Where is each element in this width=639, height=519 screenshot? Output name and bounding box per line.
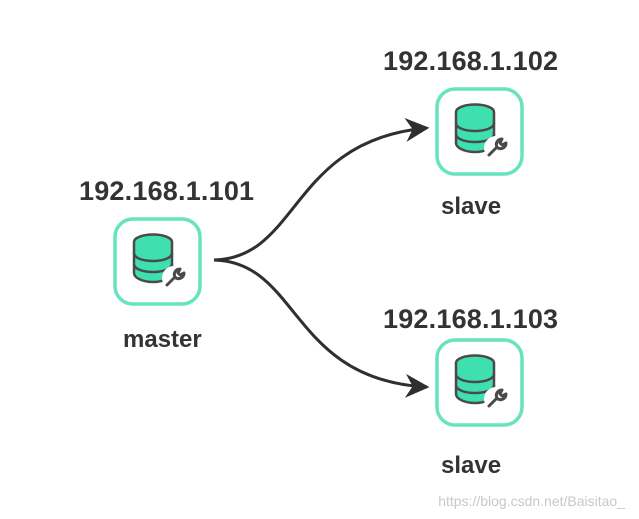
slave-1-ip-label: 192.168.1.102 (383, 46, 559, 76)
slave-1-node[interactable] (434, 86, 525, 177)
slave-2-role-label: slave (441, 452, 502, 479)
watermark-text: https://blog.csdn.net/Baisitao_ (438, 493, 625, 509)
edge-master-to-slave-1 (213, 117, 430, 262)
database-wrench-icon (435, 87, 524, 176)
slave-1-role-label: slave (441, 193, 502, 220)
database-wrench-icon (435, 338, 524, 427)
edge-master-to-slave-2 (213, 258, 430, 398)
slave-2-node[interactable] (434, 337, 525, 428)
master-ip-label: 192.168.1.101 (79, 176, 255, 206)
database-wrench-icon (113, 217, 202, 306)
slave-2-ip-label: 192.168.1.103 (383, 304, 559, 334)
master-node[interactable] (112, 216, 203, 307)
master-role-label: master (123, 326, 202, 353)
